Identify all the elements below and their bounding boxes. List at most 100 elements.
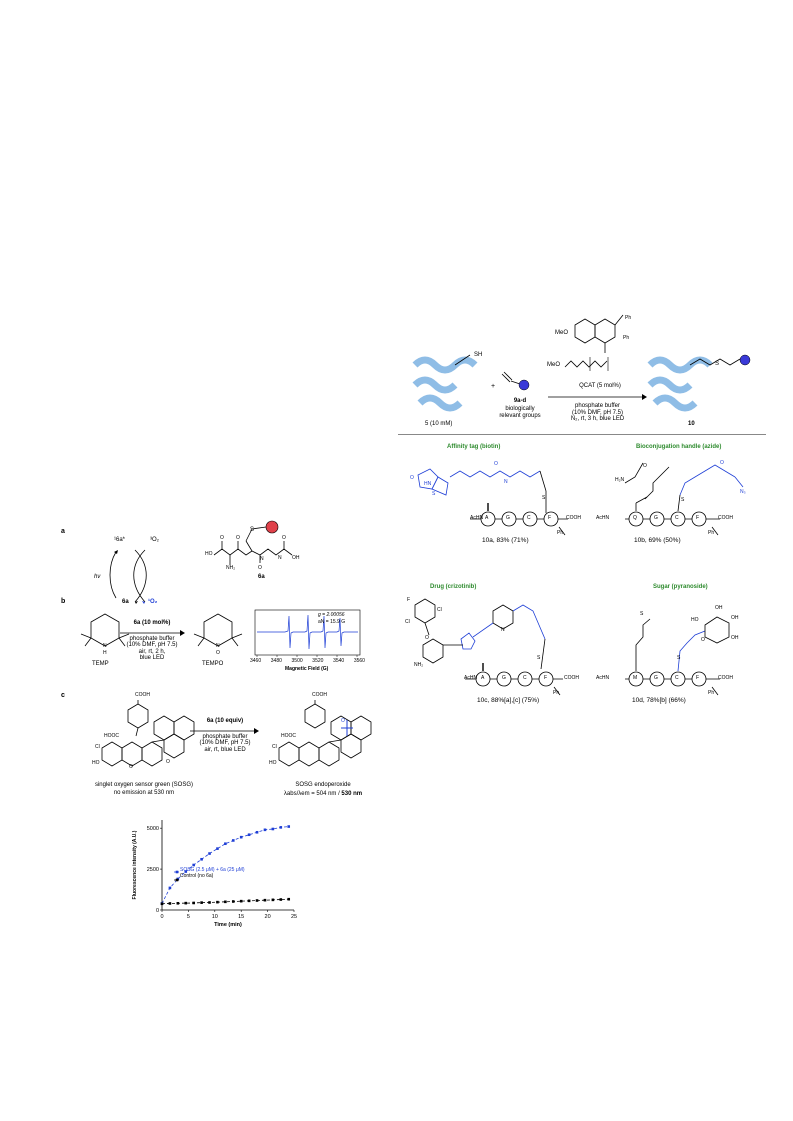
panel-b-arrow <box>120 630 185 636</box>
product-cl: Cl <box>272 744 277 750</box>
data-point-series-1 <box>231 900 235 903</box>
plus-sign: + <box>491 383 496 390</box>
data-point-series-1 <box>247 899 251 903</box>
svg-text:S: S <box>250 527 254 533</box>
example-10c-h2n: NH₂ <box>414 662 424 668</box>
x-tick-label: 10 <box>212 914 218 920</box>
tempo-n-label: N <box>216 643 220 649</box>
ho-label-6a: HO <box>205 551 213 557</box>
data-point-series-0 <box>263 828 267 832</box>
peptide-10b-Q: Q <box>633 515 637 521</box>
catalyst-structure <box>564 314 624 371</box>
y-tick-label: 2500 <box>147 867 159 873</box>
data-point-series-0 <box>287 825 291 828</box>
svg-text:S: S <box>640 611 644 617</box>
product-o-peroxide: O <box>341 718 345 724</box>
reagent-name: 9a-d <box>513 398 527 404</box>
data-point-series-0 <box>231 839 235 842</box>
svg-text:O: O <box>410 475 414 481</box>
product-note-bold: 530 nm <box>341 791 363 797</box>
tempo-label: TEMPO <box>202 661 224 667</box>
x-axis-label: Time (min) <box>214 922 242 928</box>
catalyst-ph-2: Ph <box>623 335 630 341</box>
panel-b-condition-4: blue LED <box>139 655 165 662</box>
scheme-divider <box>398 434 766 435</box>
main-condition-0: phosphate buffer <box>575 403 620 409</box>
peptide-10d-G: G <box>654 675 658 681</box>
svg-text:S: S <box>432 491 436 497</box>
panel-b-conditions: 6a (10 mol%) phosphate buffer (10% DMF, … <box>112 620 192 662</box>
panel-c-condition-0: 6a (10 equiv) <box>206 718 244 724</box>
data-point-series-0 <box>224 842 227 846</box>
data-point-series-0 <box>184 870 188 873</box>
example-10a-cooh: COOH <box>566 515 581 521</box>
catalyst-meo: MeO <box>555 330 569 336</box>
temp-n-label: N <box>103 643 107 649</box>
svg-text:O: O <box>720 460 724 466</box>
ground-state-label: 6a <box>122 599 129 605</box>
data-point-series-1 <box>200 901 203 904</box>
example-10b-ph: Ph <box>708 530 715 536</box>
panel-b-condition-2: (10% DMF, pH 7.5) <box>126 642 178 649</box>
svg-text:N: N <box>260 556 264 562</box>
epr-g-value: g = 2.00056 <box>318 612 345 618</box>
panel-c-label: c <box>61 692 65 699</box>
example-10b-cooh: COOH <box>718 515 733 521</box>
peptide-10b-G: G <box>654 515 658 521</box>
data-point-series-0 <box>247 833 251 837</box>
main-condition-1: (10% DMF, pH 7.5) <box>571 409 623 416</box>
panel-b-condition-1: phosphate buffer <box>129 635 175 642</box>
peptide-10c-G: G <box>502 675 506 681</box>
svg-text:O: O <box>282 535 286 541</box>
reactant-label: 5 (10 mM) <box>425 421 453 427</box>
sosg-ho: HO <box>92 760 100 766</box>
y-axis-label: Fluorescence intensity (A.U.) <box>132 830 138 899</box>
peptide-10c-A: A <box>481 675 485 681</box>
panel-a-photocycle-diagram <box>109 549 147 604</box>
example-10b-result: 10b, 69% (50%) <box>634 537 681 544</box>
svg-text:HN: HN <box>424 481 432 487</box>
svg-text:HO: HO <box>691 617 699 623</box>
y-tick-label: 5000 <box>147 826 159 832</box>
epr-xtick: 3500 <box>291 658 303 664</box>
panel-b-label: b <box>61 598 66 605</box>
epr-spectrum <box>254 609 361 657</box>
svg-text:O: O <box>258 565 262 571</box>
product-hooc: HOOC <box>281 733 296 739</box>
reagent-desc-0: biologically <box>505 406 535 412</box>
svg-text:Cl: Cl <box>437 607 442 613</box>
peptide-10b-F: F <box>696 515 700 521</box>
peptide-10a-A: A <box>485 515 489 521</box>
sosg-structure <box>101 700 195 767</box>
data-point-series-1 <box>263 898 267 902</box>
tempo-structure <box>193 613 243 647</box>
temp-h-label: H <box>103 650 107 656</box>
hv-label: hν <box>94 574 101 580</box>
example-10a-acn: AcHN <box>470 515 484 521</box>
temp-label: TEMP <box>92 661 109 667</box>
svg-text:Cl: Cl <box>405 619 410 625</box>
example-10d-structure: S S O HO OH OH OH <box>625 605 739 696</box>
legend-marker-1 <box>175 878 179 882</box>
data-point-series-0 <box>192 863 195 867</box>
example-10c-ph: Ph <box>553 690 560 696</box>
peptide-10c-F: F <box>544 675 548 681</box>
example-10c-acn: AcHN <box>464 675 478 681</box>
svg-text:N₃: N₃ <box>740 489 746 495</box>
temp-structure <box>80 613 130 647</box>
example-10d-ph: Ph <box>708 690 715 696</box>
x-tick-label: 5 <box>187 914 190 920</box>
sosg-o-carbonyl: O <box>166 759 170 765</box>
example-10a-ph: Ph <box>557 530 564 536</box>
data-point-series-1 <box>160 902 164 906</box>
data-point-series-1 <box>271 898 275 902</box>
example-10b-title: Bioconjugation handle (azide) <box>636 444 722 450</box>
example-10c-title: Drug (crizotinib) <box>430 584 477 590</box>
example-10c-cooh: COOH <box>564 675 579 681</box>
product-cooh: COOH <box>312 692 327 698</box>
svg-text:OH: OH <box>292 555 300 561</box>
example-10a-structure: HN S O N O S <box>410 461 568 536</box>
example-10b-acn: AcHN <box>596 515 610 521</box>
data-point-series-0 <box>255 830 259 834</box>
